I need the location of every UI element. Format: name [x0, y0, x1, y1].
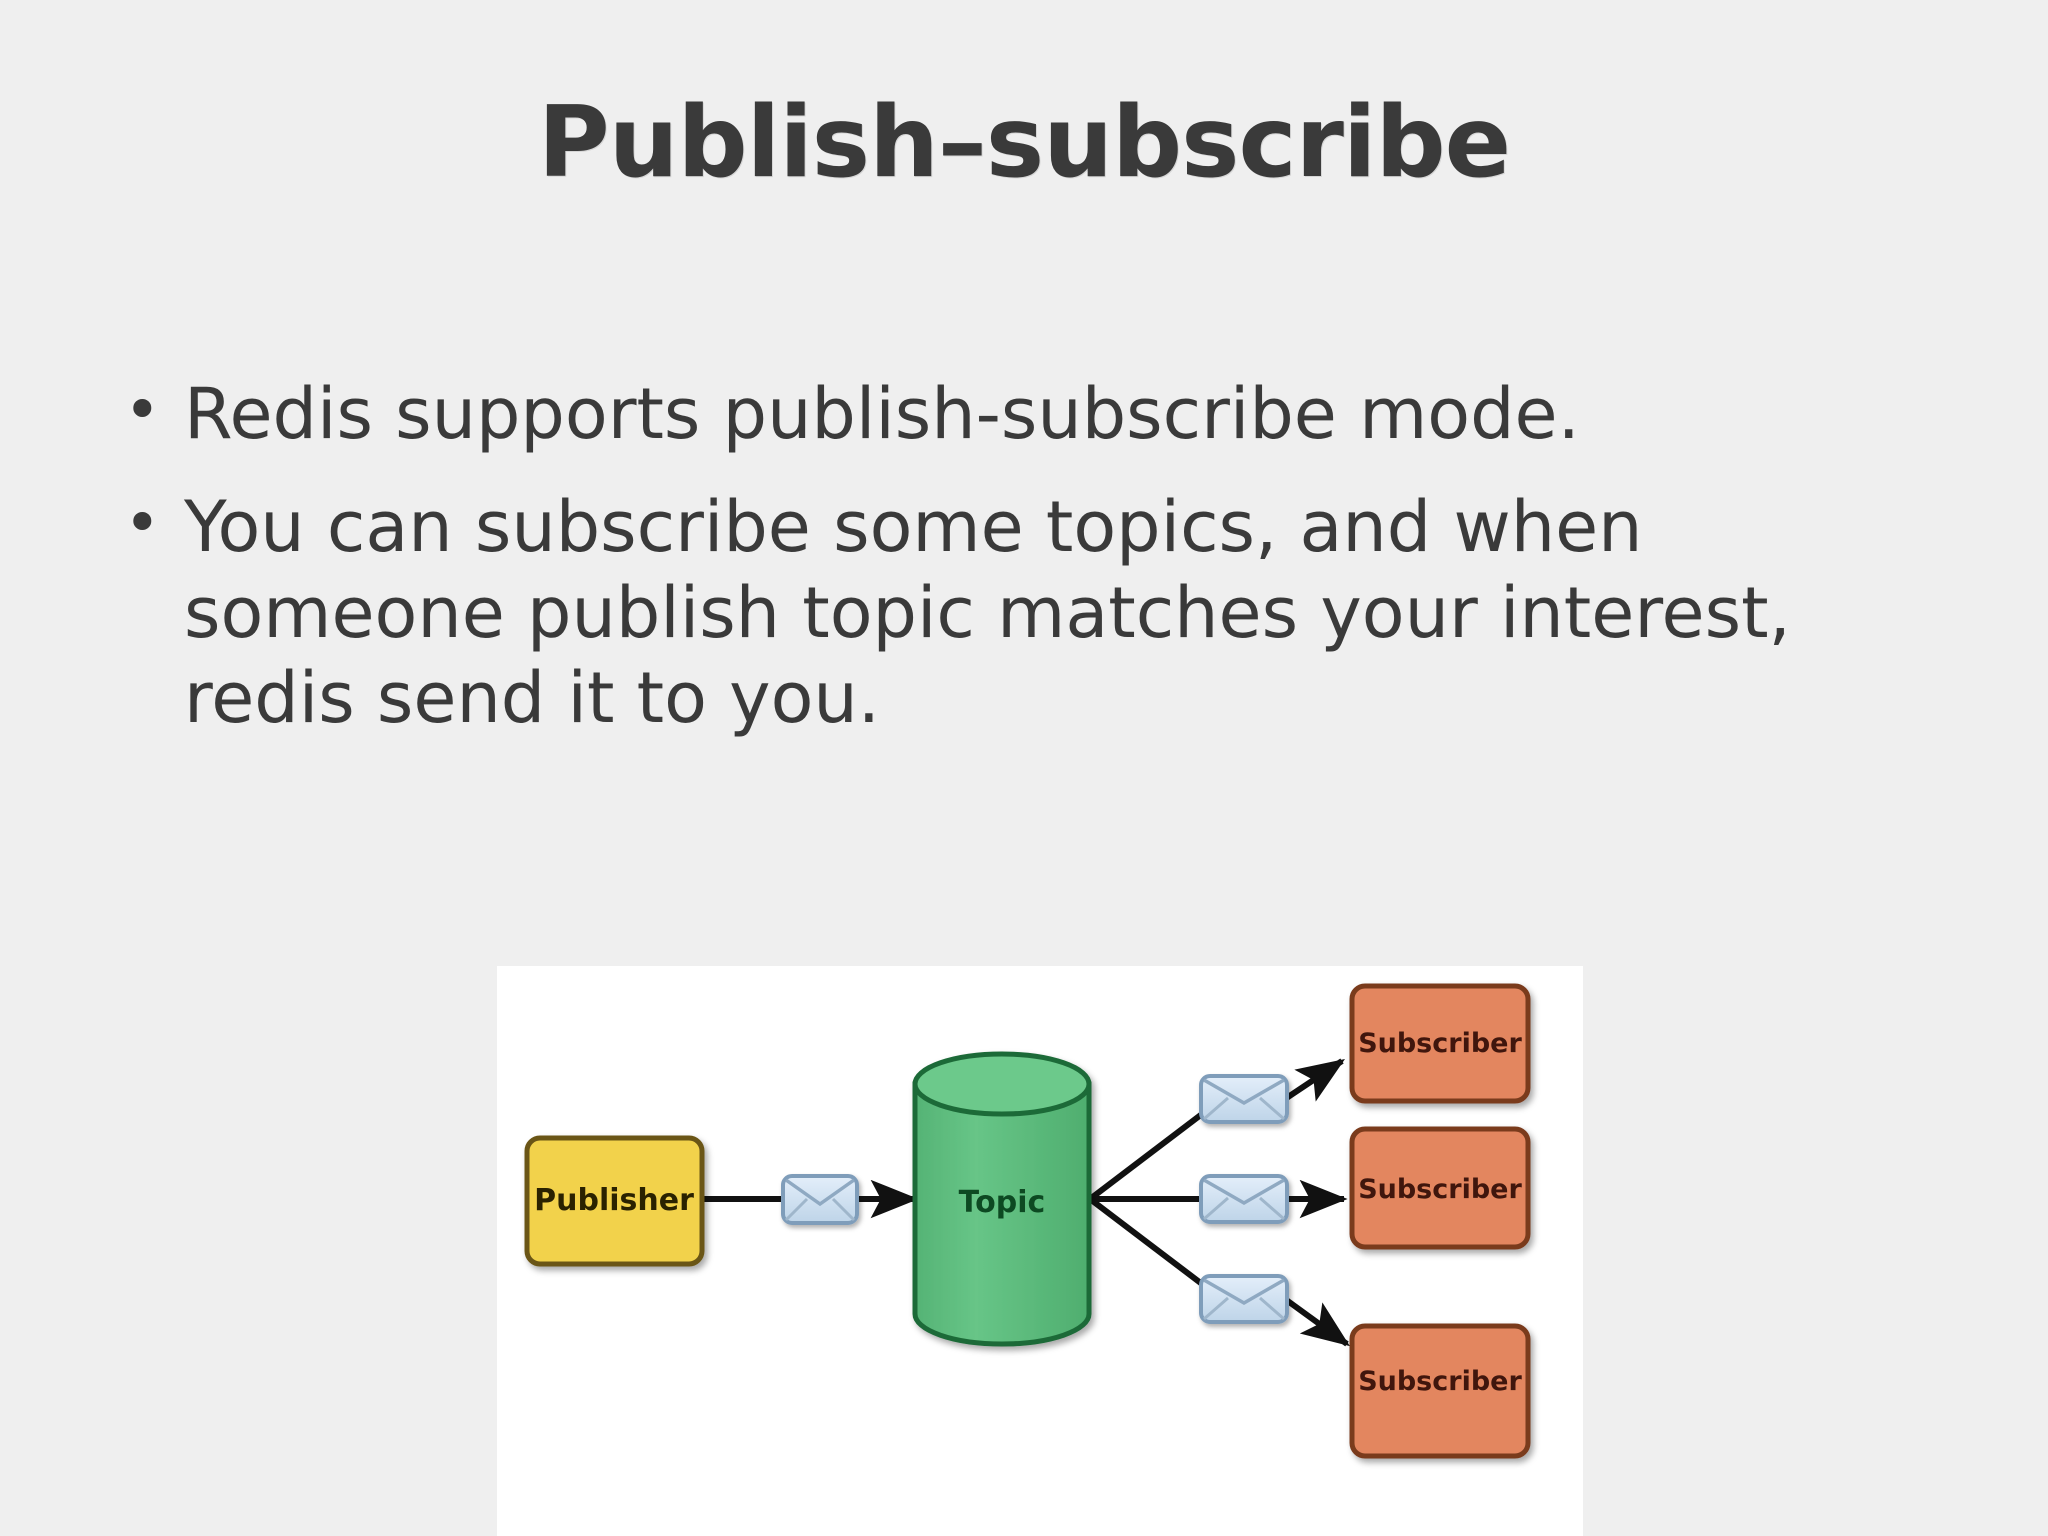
- envelope-icon-publish: [781, 1174, 859, 1225]
- envelope-icon-subscriber-3: [1199, 1274, 1289, 1324]
- publish-subscribe-diagram-image: Publisher Topic: [497, 966, 1583, 1536]
- edge-topic-to-subscriber-3: [1088, 1196, 1350, 1347]
- envelope-icon-subscriber-2: [1199, 1174, 1289, 1224]
- bullet-text: Redis supports publish-subscribe mode.: [184, 373, 1580, 455]
- topic-label: Topic: [959, 1185, 1046, 1220]
- diagram-node-publisher: Publisher: [524, 1135, 705, 1267]
- subscriber-label: Subscriber: [1358, 1028, 1522, 1059]
- subscriber-label: Subscriber: [1358, 1366, 1522, 1397]
- bullet-marker-icon: •: [124, 373, 161, 446]
- page-title: Publish–subscribe: [537, 86, 1511, 200]
- list-item: • Redis supports publish-subscribe mode.: [112, 372, 1972, 457]
- edge-topic-to-subscriber-1: [1088, 1058, 1345, 1202]
- envelope-icon-subscriber-1: [1199, 1074, 1289, 1124]
- diagram-node-subscriber-1: Subscriber: [1349, 983, 1531, 1104]
- diagram-node-subscriber-2: Subscriber: [1349, 1126, 1531, 1250]
- publisher-label: Publisher: [534, 1183, 694, 1218]
- subscriber-label: Subscriber: [1358, 1174, 1522, 1205]
- bullet-list: • Redis supports publish-subscribe mode.…: [112, 372, 1972, 770]
- bullet-marker-icon: •: [124, 486, 161, 560]
- bullet-text: You can subscribe some topics, and when …: [184, 486, 1791, 740]
- diagram-canvas: Publisher Topic: [524, 983, 1531, 1459]
- list-item: • You can subscribe some topics, and whe…: [112, 485, 1972, 741]
- diagram-node-topic: Topic: [912, 1051, 1092, 1347]
- diagram-node-subscriber-3: Subscriber: [1349, 1323, 1531, 1459]
